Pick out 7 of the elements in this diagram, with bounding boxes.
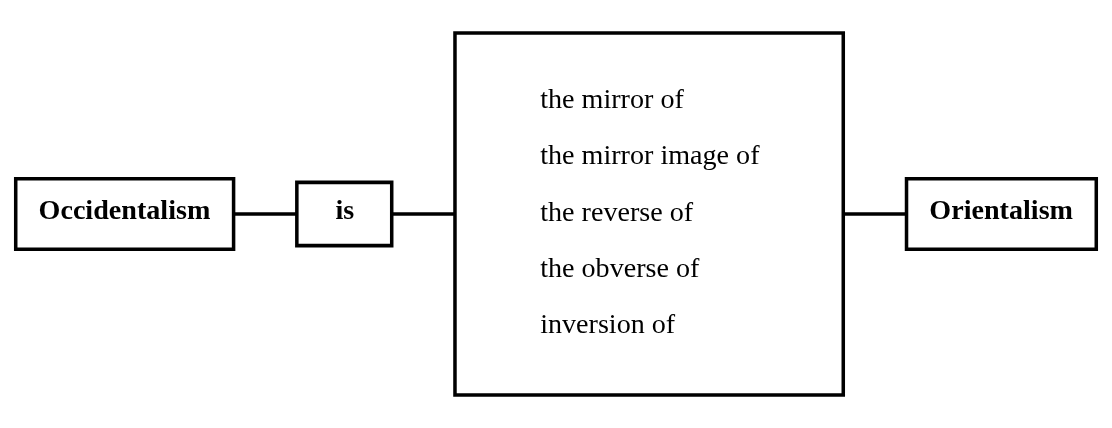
- node-box: Occidentalism: [13, 177, 236, 251]
- connector: [391, 212, 455, 216]
- connector: [843, 212, 907, 216]
- node-box: is: [295, 180, 394, 248]
- node-box: Orientalism: [904, 177, 1099, 251]
- connector: [233, 212, 297, 216]
- node-box: the mirror of the mirror image of the reverse of the obverse of inversion of: [453, 31, 846, 397]
